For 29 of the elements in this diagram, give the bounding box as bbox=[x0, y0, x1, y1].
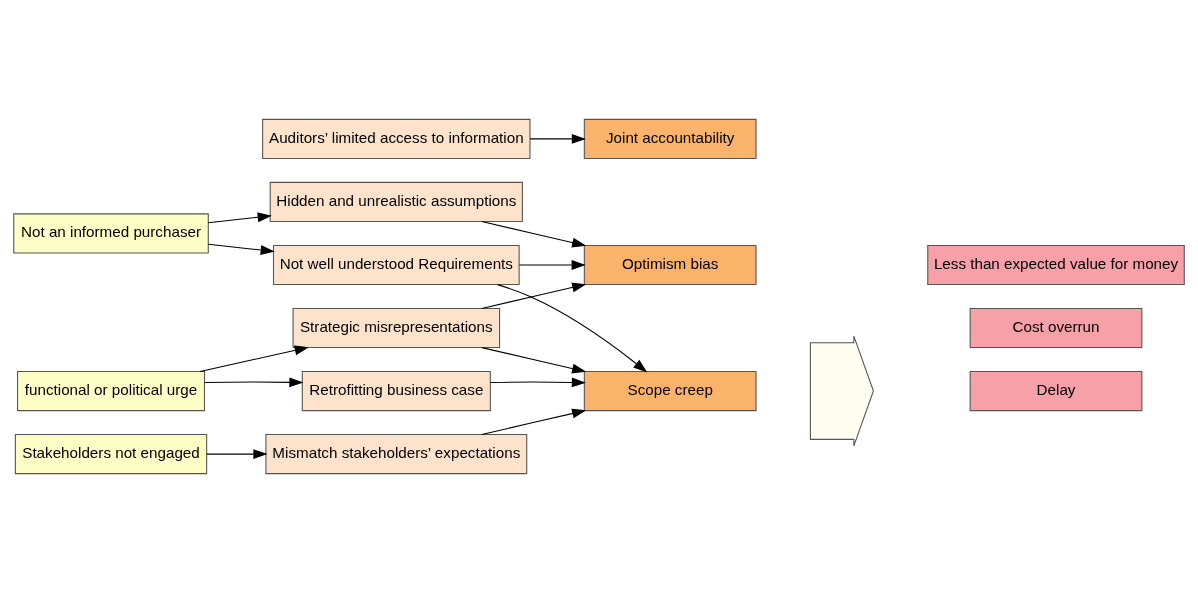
arrow bbox=[481, 220, 587, 247]
arrow bbox=[204, 376, 304, 387]
arrow bbox=[481, 346, 587, 373]
node-box: Mismatch stakeholders’ expectations bbox=[265, 433, 528, 474]
arrow bbox=[529, 133, 586, 144]
arrow bbox=[496, 283, 648, 372]
arrow bbox=[489, 376, 586, 387]
node-box: Scope creep bbox=[583, 370, 757, 411]
arrow bbox=[199, 345, 309, 372]
node-box: Cost overrun bbox=[969, 307, 1143, 348]
arrow bbox=[481, 408, 587, 435]
arrow bbox=[206, 448, 268, 459]
node-box: functional or political urge bbox=[17, 370, 206, 411]
arrow bbox=[207, 211, 272, 223]
node-box: Optimism bias bbox=[583, 244, 757, 285]
node-box: Retrofitting business case bbox=[301, 370, 491, 411]
node-box: Stakeholders not engaged bbox=[14, 433, 208, 474]
node-arrow bbox=[809, 335, 874, 446]
node-box: Less than expected value for money bbox=[927, 244, 1185, 285]
node-box: Strategic misrepresentations bbox=[292, 307, 501, 348]
arrow bbox=[518, 259, 586, 270]
node-box: Joint accountability bbox=[583, 118, 757, 159]
node-box: Not well understood Requirements bbox=[272, 244, 520, 285]
arrow bbox=[481, 282, 587, 309]
node-box: Not an informed purchaser bbox=[13, 212, 209, 254]
node-box: Hidden and unrealistic assumptions bbox=[269, 181, 523, 222]
node-box: Auditors’ limited access to information bbox=[262, 118, 531, 159]
node-box: Delay bbox=[969, 370, 1143, 411]
arrow bbox=[207, 243, 275, 255]
